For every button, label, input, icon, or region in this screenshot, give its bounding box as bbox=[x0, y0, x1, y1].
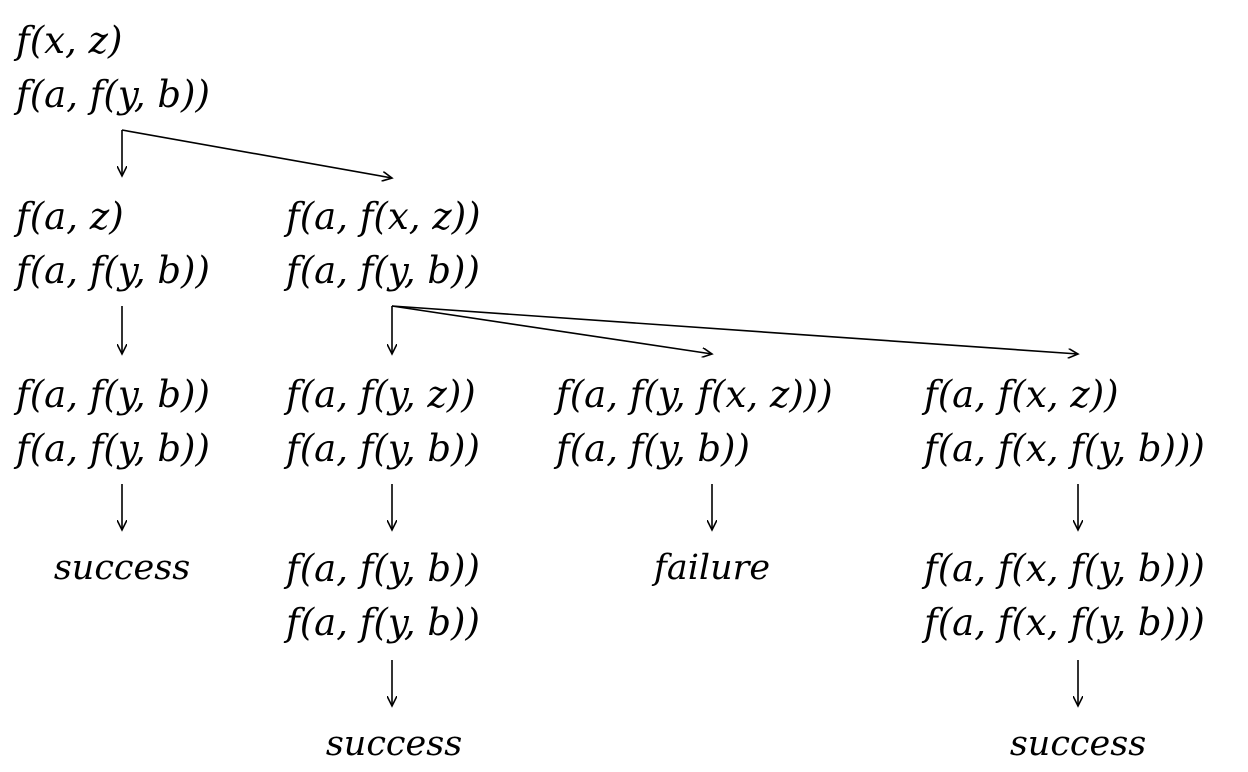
node-level2-c-line1: f(a, f(y, f(x, z))) bbox=[556, 373, 833, 416]
node-level2-a: f(a, f(y, b)) f(a, f(y, b)) bbox=[16, 368, 210, 476]
node-level1-right-line2: f(a, f(y, b)) bbox=[286, 249, 480, 292]
node-root-line1: f(x, z) bbox=[16, 19, 123, 62]
node-level2-c-line2: f(a, f(y, b)) bbox=[556, 427, 750, 470]
result-failure-c: failure bbox=[653, 548, 771, 588]
node-level1-right-line1: f(a, f(x, z)) bbox=[286, 195, 481, 238]
edge-right-to-c bbox=[391, 305, 712, 354]
edge-right-to-d bbox=[391, 305, 1078, 354]
node-level3-d-line2: f(a, f(x, f(y, b))) bbox=[924, 601, 1205, 644]
node-level2-d: f(a, f(x, z)) f(a, f(x, f(y, b))) bbox=[924, 368, 1205, 476]
result-success-b: success bbox=[325, 724, 463, 764]
result-success-a: success bbox=[53, 548, 191, 588]
node-level1-right: f(a, f(x, z)) f(a, f(y, b)) bbox=[286, 190, 481, 298]
node-level2-d-line2: f(a, f(x, f(y, b))) bbox=[924, 427, 1205, 470]
node-level2-b-line2: f(a, f(y, b)) bbox=[286, 427, 480, 470]
node-level3-b-line1: f(a, f(y, b)) bbox=[286, 547, 480, 590]
node-level2-d-line1: f(a, f(x, z)) bbox=[924, 373, 1119, 416]
node-level3-b-line2: f(a, f(y, b)) bbox=[286, 601, 480, 644]
result-success-d: success bbox=[1009, 724, 1147, 764]
node-level1-left-line2: f(a, f(y, b)) bbox=[16, 249, 210, 292]
node-level2-a-line1: f(a, f(y, b)) bbox=[16, 373, 210, 416]
node-root: f(x, z) f(a, f(y, b)) bbox=[16, 14, 210, 122]
node-level2-b: f(a, f(y, z)) f(a, f(y, b)) bbox=[286, 368, 480, 476]
node-level1-left-line1: f(a, z) bbox=[16, 195, 124, 238]
node-level2-b-line1: f(a, f(y, z)) bbox=[286, 373, 476, 416]
node-level1-left: f(a, z) f(a, f(y, b)) bbox=[16, 190, 210, 298]
node-level3-d-line1: f(a, f(x, f(y, b))) bbox=[924, 547, 1205, 590]
edge-root-to-right bbox=[121, 129, 392, 178]
node-level3-d: f(a, f(x, f(y, b))) f(a, f(x, f(y, b))) bbox=[924, 542, 1205, 650]
node-level2-c: f(a, f(y, f(x, z))) f(a, f(y, b)) bbox=[556, 368, 833, 476]
node-level3-b: f(a, f(y, b)) f(a, f(y, b)) bbox=[286, 542, 480, 650]
node-root-line2: f(a, f(y, b)) bbox=[16, 73, 210, 116]
node-level2-a-line2: f(a, f(y, b)) bbox=[16, 427, 210, 470]
